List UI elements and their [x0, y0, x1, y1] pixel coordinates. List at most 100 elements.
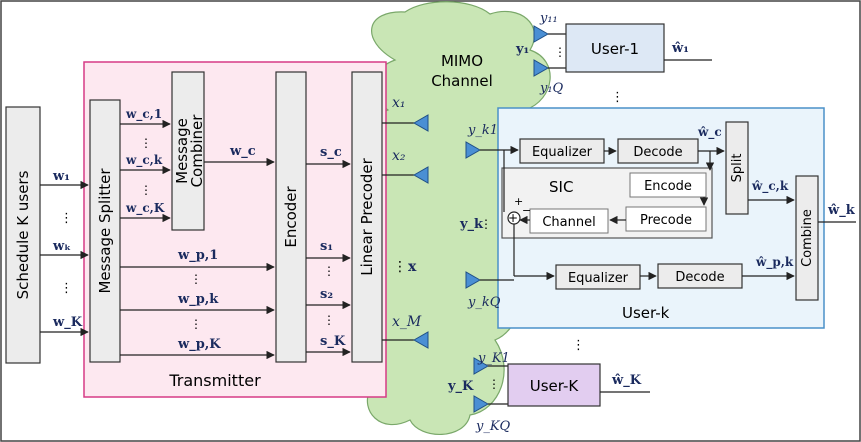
channel-title-line2: Channel [431, 72, 493, 90]
label-s1: s₁ [320, 239, 333, 254]
label-yK1: y_K1 [477, 351, 510, 366]
sum-minus: − [522, 204, 531, 217]
label-wc: w_c [229, 144, 256, 159]
schedule-label: Schedule K users [14, 170, 32, 299]
label-w1: w₁ [52, 169, 70, 184]
label-xM: x_M [392, 314, 422, 330]
common-message-arrows: w_c,1 ⋮ w_c,k ⋮ w_c,K [120, 107, 171, 223]
user-k-region: User-k y_k1 y_k ⋮ y_kQ Equalizer Decode … [459, 107, 856, 329]
label-yk1: y_k1 [467, 123, 498, 138]
sum-plus-top: + [514, 195, 523, 208]
encoder-label: Encoder [282, 186, 300, 248]
label-yKQ: y_KQ [475, 419, 511, 434]
decode-top-label: Decode [633, 145, 682, 160]
schedule-block: Schedule K users [5, 106, 41, 364]
label-wk: wₖ [52, 239, 71, 254]
label-wkhat: ŵ_k [827, 203, 856, 218]
user-K-block: User-K ŵ_K y_K1 y_K ⋮ y_KQ [447, 351, 650, 434]
tx-antenna-M [412, 331, 429, 349]
message-combiner-label-line2: Combiner [188, 114, 206, 188]
label-yK: y_K [447, 379, 474, 394]
label-y11: y₁₁ [539, 11, 558, 26]
label-y1: y₁ [515, 42, 529, 57]
dots-y1: ⋮ [554, 45, 566, 59]
equalizer-bottom-label: Equalizer [568, 271, 629, 286]
label-wKhat: ŵ_K [611, 373, 642, 388]
decode-top-box [617, 138, 699, 164]
userK-antenna-1 [473, 357, 490, 375]
label-wp1: w_p,1 [177, 248, 218, 263]
label-yk: y_k [459, 217, 484, 232]
userk-antenna-Q [465, 271, 482, 289]
dots-4: ⋮ [140, 183, 152, 197]
split-box [725, 121, 749, 215]
dots-1: ⋮ [60, 211, 73, 226]
channel-sic-box [529, 208, 609, 234]
dots-3: ⋮ [140, 136, 152, 150]
schedule-output-arrows: w₁ ⋮ wₖ ⋮ w_K [40, 169, 89, 337]
userK-antenna-Q [473, 395, 490, 413]
label-sK: s_K [320, 334, 346, 349]
encode-label: Encode [644, 179, 692, 194]
dots-8: ⋮ [323, 313, 335, 327]
user-k-label: User-k [622, 304, 670, 322]
label-wpK: w_p,K [177, 337, 221, 352]
split-label: Split [730, 154, 745, 183]
label-wK: w_K [52, 315, 83, 330]
label-wc1: w_c,1 [125, 107, 162, 122]
message-splitter-label: Message Splitter [96, 168, 114, 294]
channel-title-line1: MIMO [441, 52, 483, 70]
label-wck: w_c,k [125, 153, 163, 168]
user-1-block: User-1 ŵ₁ y₁₁ y₁ ⋮ y₁Q ⋮ [515, 11, 712, 105]
private-message-arrows: w_p,1 ⋮ w_p,k ⋮ w_p,K [120, 248, 275, 360]
label-x: x [408, 259, 417, 275]
combine-label: Combine [800, 209, 815, 267]
sic-label: SIC [549, 178, 573, 196]
dots-users-2: ⋮ [572, 338, 585, 353]
message-combiner-label-line1: Message [173, 118, 191, 184]
precode-label: Precode [640, 213, 692, 228]
label-w1hat: ŵ₁ [671, 41, 689, 56]
linear-precoder-label: Linear Precoder [358, 157, 376, 275]
label-wcK: w_c,K [125, 201, 165, 216]
user1-antenna-1 [533, 25, 550, 43]
dots-7: ⋮ [323, 264, 335, 278]
label-sc: s_c [320, 145, 342, 160]
combine-box [795, 175, 819, 301]
dots-5: ⋮ [190, 272, 202, 286]
channel-sic-label: Channel [542, 215, 595, 230]
label-wchat: ŵ_c [697, 125, 722, 140]
transmitter-label: Transmitter [168, 371, 261, 390]
transmitter-box [83, 61, 387, 398]
label-x1: x₁ [392, 95, 406, 111]
precode-box [625, 206, 707, 232]
equalizer-bottom-box [555, 264, 641, 290]
label-wpkhat: ŵ_p,k [755, 255, 794, 270]
dots-yk: ⋮ [480, 217, 492, 231]
decode-bottom-box [657, 263, 743, 289]
schedule-box [5, 106, 41, 364]
encoded-stream-arrows: s_c s₁ ⋮ s₂ ⋮ s_K [306, 145, 351, 357]
user-1-label: User-1 [591, 40, 639, 58]
transmitter-region: Transmitter Message Splitter Message Com… [83, 61, 387, 398]
user-1-box [565, 23, 665, 73]
dots-users-1: ⋮ [611, 90, 624, 105]
label-wpk: w_p,k [177, 292, 219, 307]
dots-yK: ⋮ [488, 377, 500, 391]
dots-x: ⋮ [393, 259, 407, 275]
label-wckhat: ŵ_c,k [751, 179, 789, 194]
encode-box [629, 172, 707, 198]
equalizer-top-label: Equalizer [532, 145, 593, 160]
user1-antenna-Q [533, 59, 550, 77]
dots-6: ⋮ [190, 317, 202, 331]
label-x2: x₂ [392, 148, 406, 164]
userk-antenna-1 [465, 141, 482, 159]
sum-plus-symbol: + [508, 211, 518, 225]
user-K-label: User-K [530, 377, 580, 395]
label-ykQ: y_kQ [467, 295, 501, 310]
decode-bottom-label: Decode [675, 270, 724, 285]
message-combiner-box [171, 71, 205, 231]
message-splitter-box [89, 99, 121, 363]
